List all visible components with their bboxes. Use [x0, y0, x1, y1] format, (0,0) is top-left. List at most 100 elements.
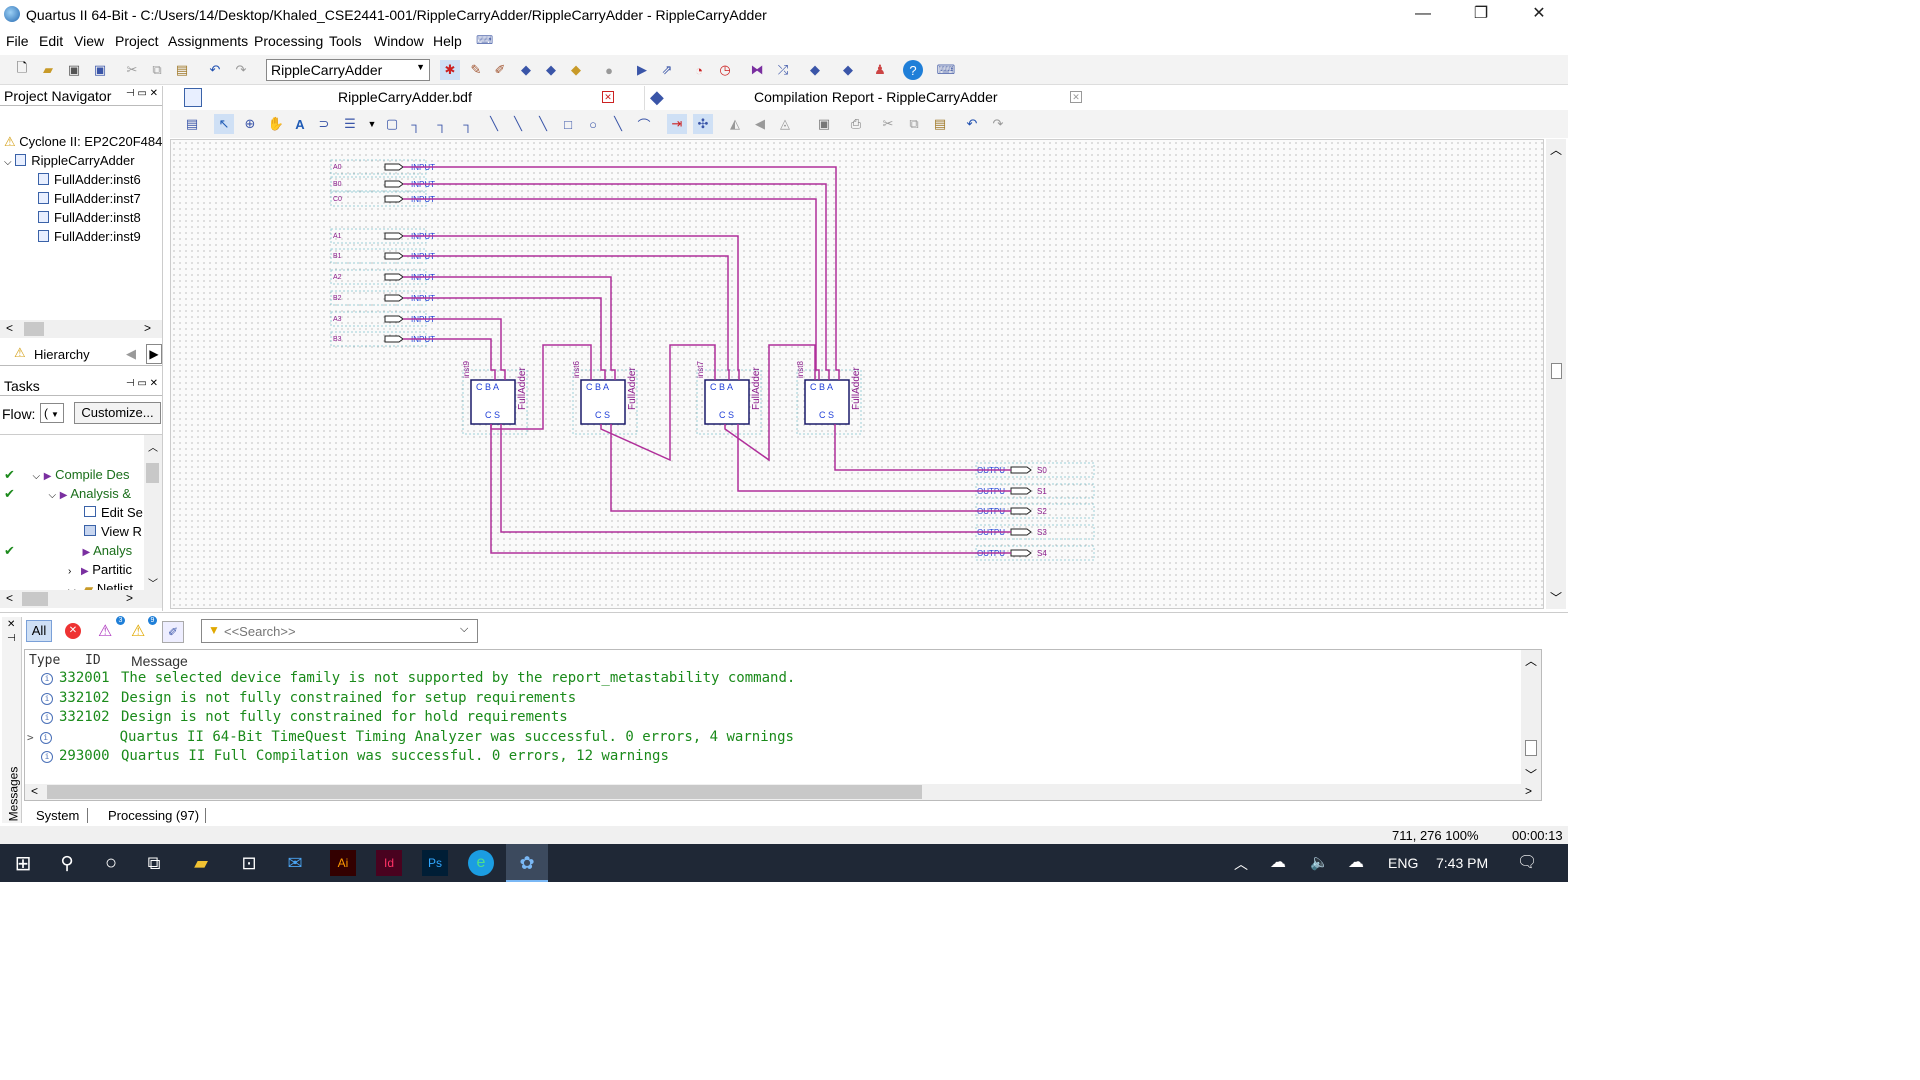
menu-assignments[interactable]: Assignments	[168, 33, 249, 49]
column-message[interactable]: Message	[131, 653, 188, 669]
mail-icon[interactable]: ✉	[287, 852, 303, 873]
scroll-thumb[interactable]	[22, 592, 48, 606]
tasks-vscroll[interactable]: ︿ ﹀	[144, 435, 162, 593]
rubberbanding-icon[interactable]: ✣	[693, 114, 713, 134]
tasks-hscroll[interactable]: < >	[0, 590, 162, 608]
cut-icon[interactable]: ✂	[882, 116, 894, 131]
device-item[interactable]: ⚠ Cyclone II: EP2C20F484	[4, 134, 162, 150]
paste-icon[interactable]: ▤	[175, 62, 189, 77]
text-tool-icon[interactable]: A	[295, 116, 305, 132]
open-folder-icon[interactable]: ▰	[43, 62, 53, 77]
tab-bdf[interactable]: RippleCarryAdder.bdf	[338, 89, 472, 105]
message-search-input[interactable]	[224, 622, 454, 640]
onedrive-icon[interactable]: ☁	[1270, 854, 1286, 871]
error-filter-icon[interactable]: ✕	[65, 623, 81, 639]
programmer-icon[interactable]: ◆	[810, 62, 820, 77]
chip-planner-icon[interactable]: ⧓	[750, 62, 764, 77]
minimize-button[interactable]: —	[1415, 5, 1431, 22]
analysis-synthesis-icon[interactable]: ◆	[546, 62, 556, 77]
maximize-button[interactable]: ❐	[1473, 5, 1489, 22]
close-tab-icon[interactable]: ✕	[1070, 91, 1082, 103]
orthogonal-node-icon[interactable]: ┐	[411, 116, 421, 132]
indesign-icon[interactable]: Id	[376, 850, 402, 876]
task-item[interactable]: ✔ ⌵ ▶ Compile Des	[4, 467, 130, 482]
pin-pane-icon[interactable]: ⊣	[7, 633, 16, 644]
language-indicator[interactable]: ENG	[1388, 855, 1419, 871]
netlist-viewer-icon[interactable]: ⤮	[777, 62, 789, 77]
redo-icon[interactable]: ↷	[235, 62, 247, 77]
volume-icon[interactable]: 🔈	[1310, 854, 1329, 871]
scroll-thumb[interactable]	[47, 785, 922, 799]
message-vscroll[interactable]: ︿ ﹀	[1521, 650, 1541, 784]
redo-icon[interactable]: ↷	[992, 116, 1004, 131]
scroll-thumb[interactable]	[146, 463, 159, 483]
menu-project[interactable]: Project	[115, 33, 159, 49]
close-pane-icon[interactable]: ✕	[7, 619, 16, 630]
show-hidden-icons[interactable]: ︿	[1234, 856, 1248, 872]
column-id[interactable]: ID	[85, 653, 101, 668]
hand-tool-icon[interactable]: ✋	[267, 116, 285, 131]
paste-icon[interactable]: ▤	[933, 116, 947, 131]
oval-tool-icon[interactable]: ○	[589, 116, 597, 132]
notifications-icon[interactable]: 🗨	[1517, 854, 1538, 871]
column-type[interactable]: Type	[29, 653, 61, 668]
scroll-up-icon[interactable]: ︿	[1550, 143, 1563, 157]
close-tab-icon[interactable]: ✕	[602, 91, 614, 103]
undo-icon[interactable]: ↶	[209, 62, 221, 77]
flip-vertical-icon[interactable]: ◀	[755, 116, 765, 131]
print-icon[interactable]: ⎙	[850, 116, 862, 131]
start-compilation-icon[interactable]: ▶	[637, 62, 647, 77]
message-hscroll[interactable]: < >	[25, 784, 1541, 800]
task-item[interactable]: ✔ ⌵ ▶ Analysis &	[4, 486, 132, 501]
pin-planner-icon[interactable]: ✎	[470, 62, 482, 77]
scroll-left-icon[interactable]: <	[6, 321, 14, 335]
orthogonal-conduit-icon[interactable]: ┐	[463, 116, 473, 132]
suppress-filter-icon[interactable]: ✐	[162, 621, 184, 643]
diagonal-node-icon[interactable]: ╲	[490, 116, 498, 131]
edge-icon[interactable]: e	[468, 850, 494, 876]
menu-window[interactable]: Window	[374, 33, 424, 49]
save-icon[interactable]: ▣	[817, 116, 831, 131]
menu-edit[interactable]: Edit	[39, 33, 64, 49]
canvas-vscroll[interactable]: ︿ ﹀	[1546, 139, 1566, 609]
task-item[interactable]: › ▶ Partitic	[68, 562, 133, 577]
instance-item[interactable]: FullAdder:inst6	[38, 172, 141, 187]
tab-prev-icon[interactable]: ◀	[126, 346, 136, 361]
store-icon[interactable]: ⊡	[241, 852, 257, 873]
menu-help[interactable]: Help	[433, 33, 462, 49]
filter-all-button[interactable]: All	[26, 620, 52, 642]
hierarchy-tab[interactable]: Hierarchy	[34, 347, 90, 362]
menu-file[interactable]: File	[6, 33, 29, 49]
line-tool-icon[interactable]: ╲	[614, 116, 622, 131]
critical-warning-filter-icon[interactable]: ⚠	[98, 623, 113, 640]
project-settings-icon[interactable]: ✱	[440, 60, 460, 80]
help-icon[interactable]: ?	[903, 60, 923, 80]
cortana-icon[interactable]: ○	[104, 851, 118, 874]
navigator-hscroll[interactable]: < >	[0, 320, 162, 338]
timequest-icon[interactable]: ◔	[695, 62, 703, 78]
timing-analyzer-icon[interactable]: ⇗	[661, 62, 673, 77]
scroll-thumb[interactable]	[1525, 740, 1537, 756]
diagonal-bus-icon[interactable]: ╲	[514, 116, 522, 131]
selection-tool-icon[interactable]: ↖	[214, 114, 234, 134]
task-item[interactable]: Edit Se	[84, 505, 143, 520]
pin-tool-icon[interactable]: ☰	[344, 116, 356, 131]
powerplay-icon[interactable]: ♟	[874, 62, 886, 77]
menu-view[interactable]: View	[74, 33, 105, 49]
io-assignment-icon[interactable]: ◆	[571, 62, 581, 77]
illustrator-icon[interactable]: Ai	[330, 850, 356, 876]
diagonal-conduit-icon[interactable]: ╲	[539, 116, 547, 131]
orthogonal-bus-icon[interactable]: ┐	[437, 116, 447, 132]
close-button[interactable]: ✕	[1532, 5, 1546, 22]
expand-icon[interactable]: >	[27, 731, 34, 744]
analysis-elaboration-icon[interactable]: ◆	[521, 62, 531, 77]
task-item[interactable]: ✔ ▶ Analys	[4, 543, 132, 559]
warning-filter-icon[interactable]: ⚠	[131, 623, 146, 640]
save-icon[interactable]: ▣	[67, 62, 81, 77]
new-file-icon[interactable]: 🗋	[16, 60, 28, 75]
assignment-editor-icon[interactable]: ✐	[494, 62, 506, 77]
